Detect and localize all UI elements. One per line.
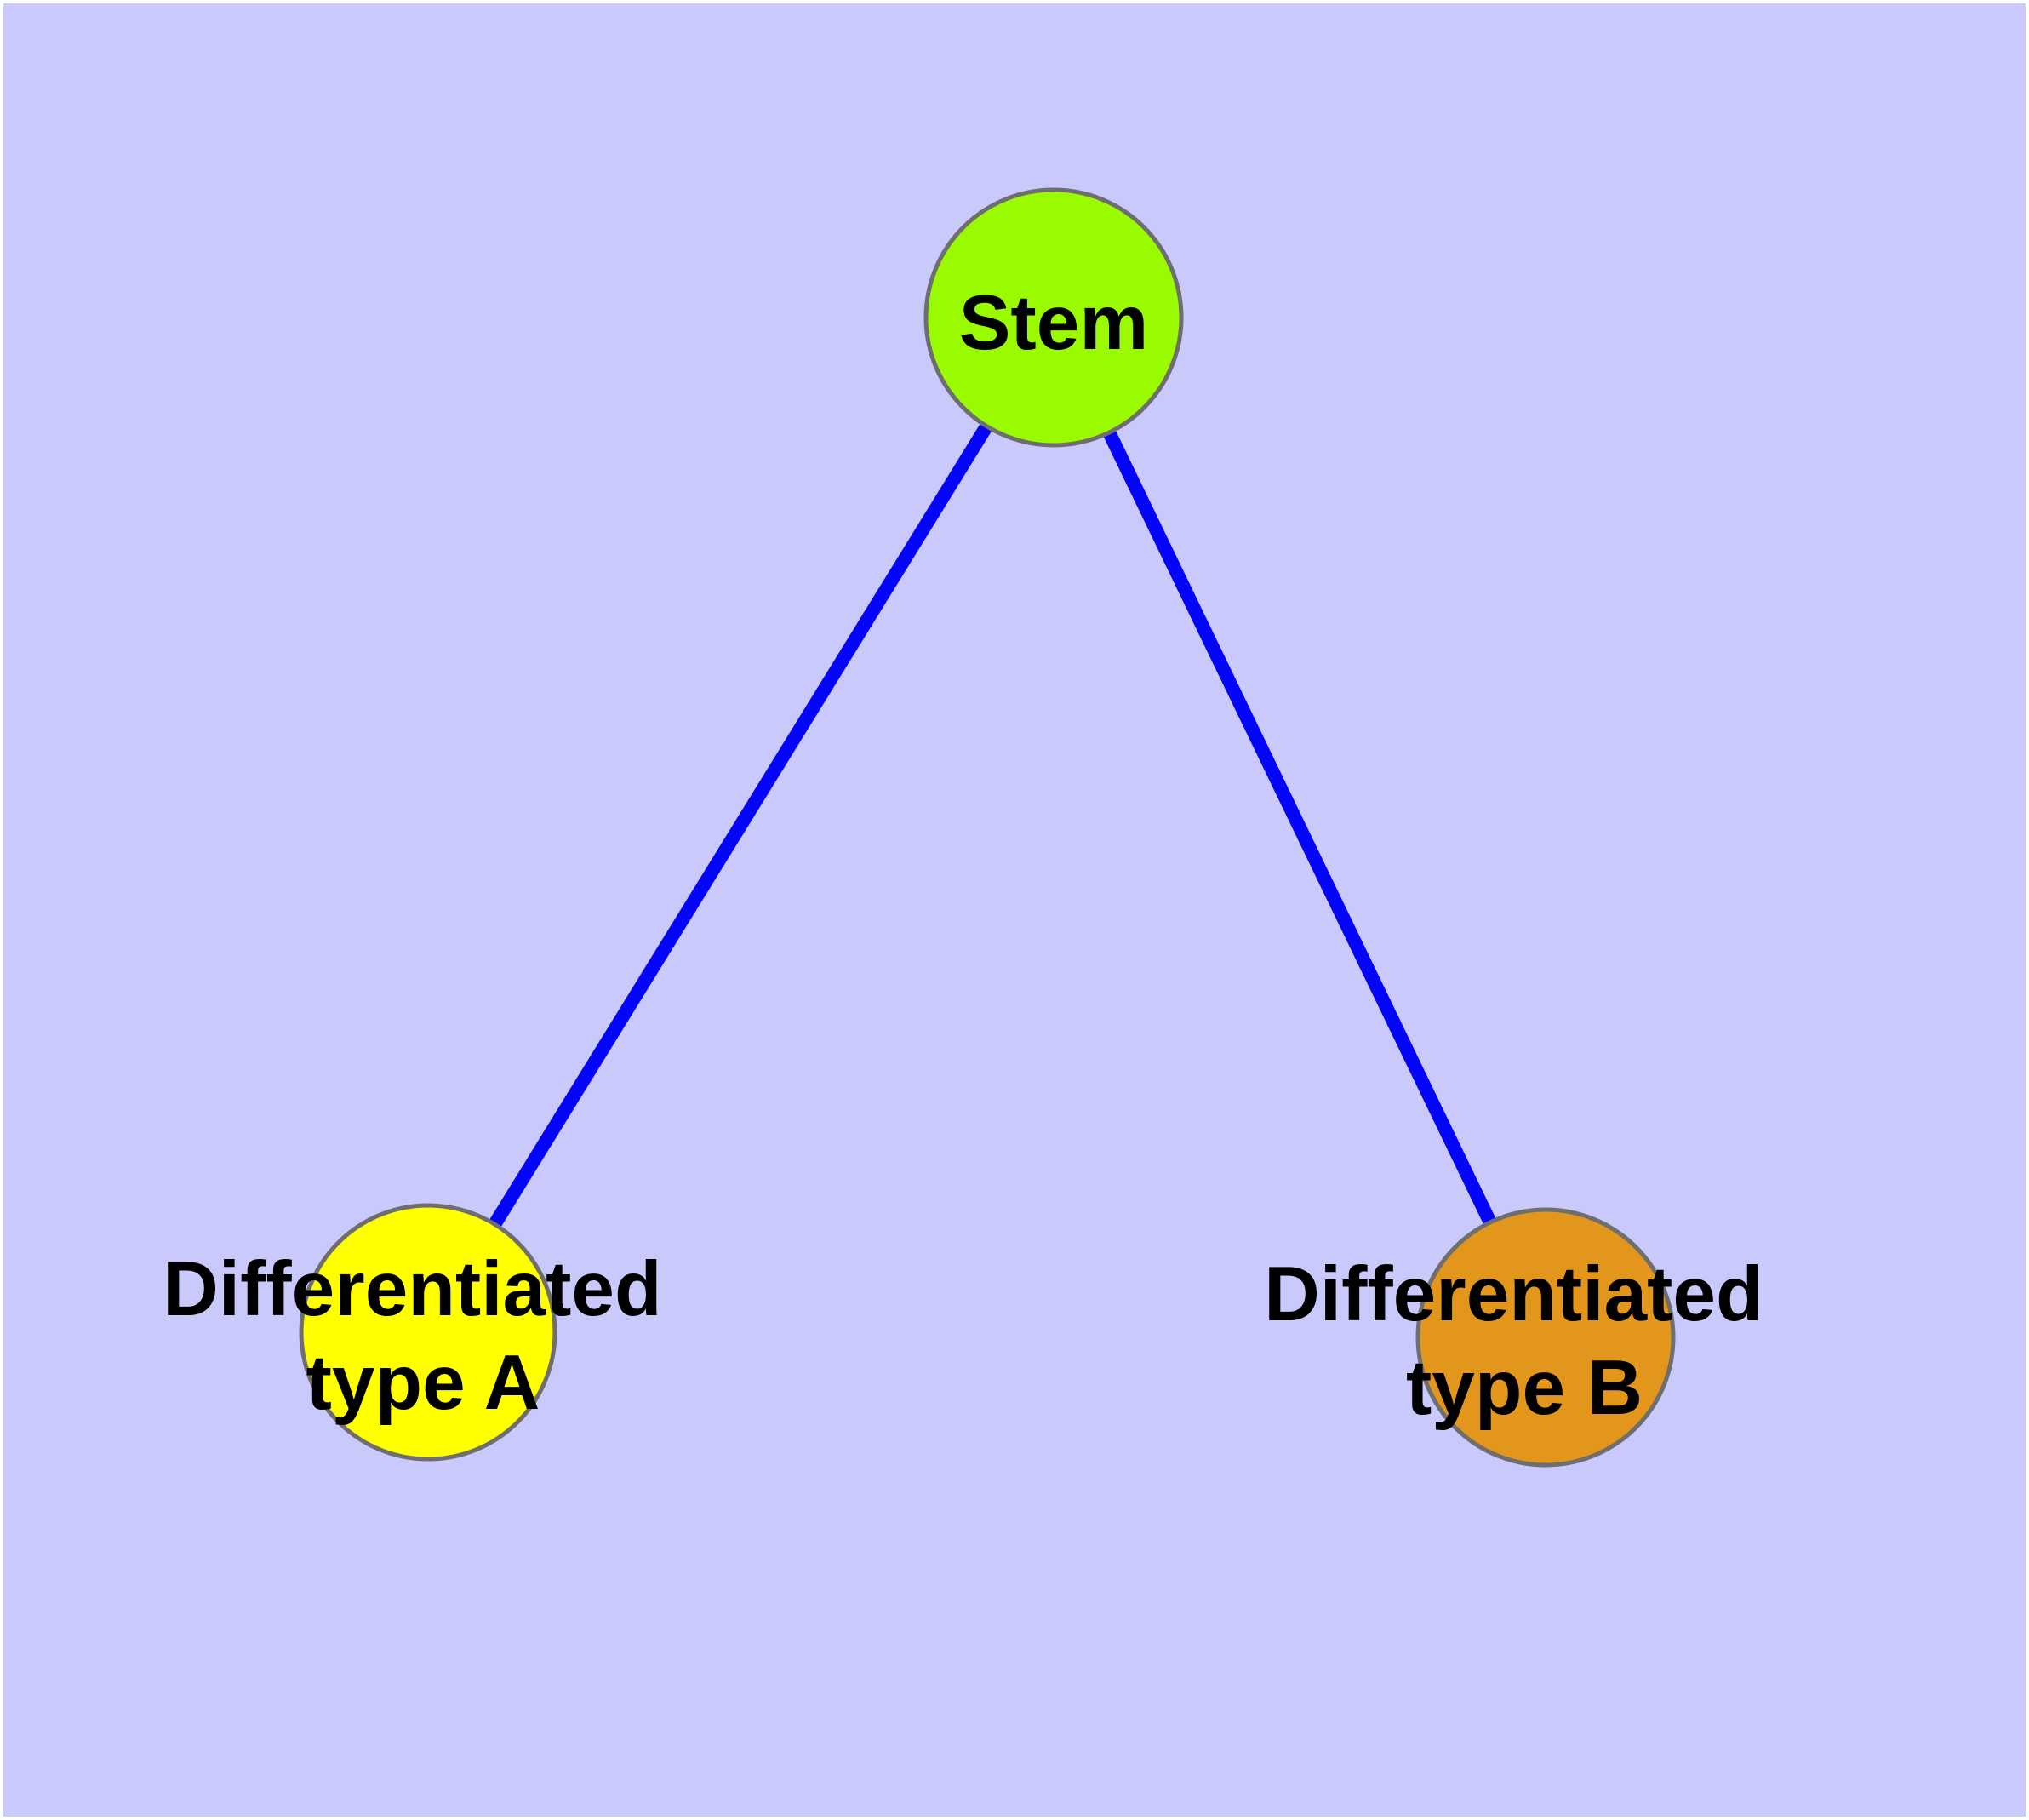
node-differentiated-type-a <box>299 1203 557 1462</box>
node-differentiated-type-a-label: Differentiated type A <box>163 1246 683 1426</box>
node-differentiated-type-a-label-line1: Differentiated <box>163 1246 662 1332</box>
edge-stem-to-type-a <box>422 313 1060 1336</box>
node-stem-label: Stem <box>959 280 1149 366</box>
node-differentiated-type-b <box>1415 1207 1676 1468</box>
node-differentiated-type-b-label: Differentiated type B <box>1264 1251 1785 1431</box>
edge-stem-to-type-b <box>1047 314 1552 1341</box>
node-differentiated-type-b-label-line1: Differentiated <box>1264 1251 1763 1337</box>
node-differentiated-type-b-label-line2: type B <box>1406 1345 1643 1431</box>
node-differentiated-type-a-label-line2: type A <box>306 1340 540 1426</box>
node-stem <box>923 187 1184 448</box>
